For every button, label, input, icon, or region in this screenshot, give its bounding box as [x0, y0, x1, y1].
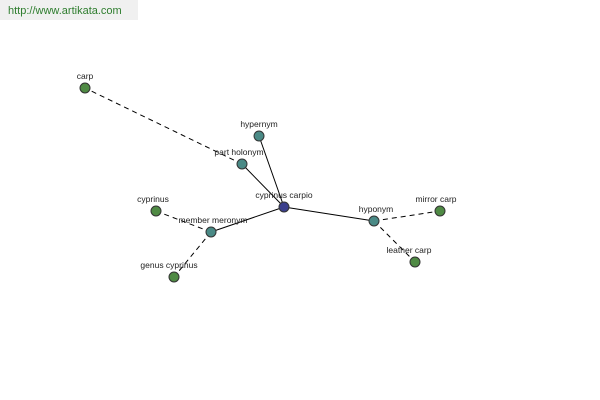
edge-member-meronym-to-cyprinus: [155, 210, 212, 233]
edge-cyprinus-carpio-to-member-meronym: [210, 206, 285, 233]
graph-nodes: [79, 82, 446, 283]
label-part-holonym: part holonym: [214, 147, 263, 157]
node-carp[interactable]: [79, 82, 91, 94]
node-leather-carp[interactable]: [409, 256, 421, 268]
node-hyponym[interactable]: [368, 215, 380, 227]
label-cyprinus-carpio: cyprinus carpio: [255, 190, 312, 200]
node-mirror-carp[interactable]: [434, 205, 446, 217]
label-carp: carp: [77, 71, 94, 81]
edge-cyprinus-carpio-to-hyponym: [283, 206, 375, 222]
edge-cyprinus-carpio-to-hypernym: [258, 135, 285, 208]
graph-labels: cyprinus carpio hypernym part holonym membe…: [77, 71, 457, 270]
edge-cyprinus-carpio-to-part-holonym: [241, 163, 285, 208]
site-url-watermark[interactable]: http://www.artikata.com: [0, 0, 138, 20]
node-genus-cyprinus[interactable]: [168, 271, 180, 283]
graph-edges: [84, 87, 441, 278]
edge-hyponym-to-mirror-carp: [373, 210, 441, 222]
label-genus-cyprinus: genus cyprinus: [140, 260, 197, 270]
node-cyprinus[interactable]: [150, 205, 162, 217]
node-hypernym[interactable]: [253, 130, 265, 142]
node-cyprinus-carpio[interactable]: [278, 201, 290, 213]
label-member-meronym: member meronym: [179, 215, 248, 225]
label-leather-carp: leather carp: [387, 245, 432, 255]
label-hyponym: hyponym: [359, 204, 394, 214]
label-hypernym: hypernym: [240, 119, 277, 129]
edge-hyponym-to-leather-carp: [373, 220, 416, 263]
label-cyprinus: cyprinus: [137, 194, 169, 204]
node-part-holonym[interactable]: [236, 158, 248, 170]
label-mirror-carp: mirror carp: [415, 194, 456, 204]
edge-part-holonym-to-carp: [84, 87, 243, 165]
edge-member-meronym-to-genus-cyprinus: [173, 231, 212, 278]
node-member-meronym[interactable]: [205, 226, 217, 238]
